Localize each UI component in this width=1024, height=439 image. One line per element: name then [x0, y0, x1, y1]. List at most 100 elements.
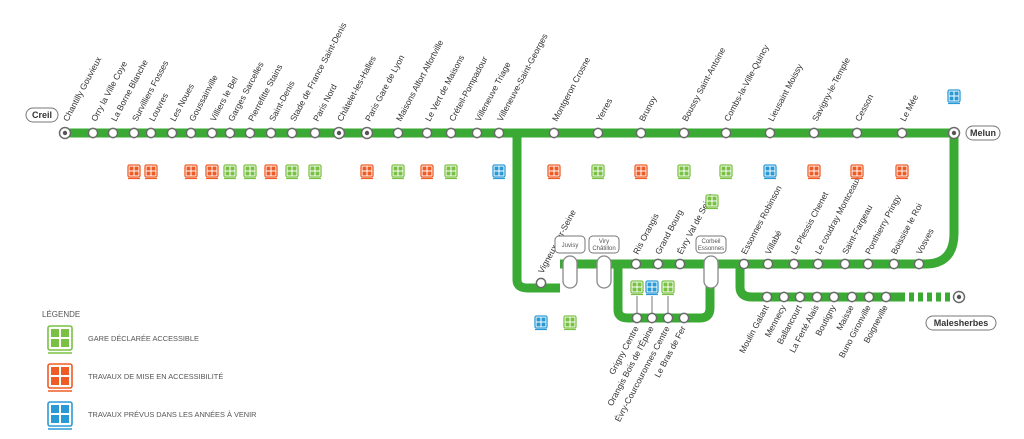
station-le-plessis-chenet	[788, 258, 800, 270]
wheelchair-icon	[647, 282, 652, 287]
station-garges-sarcelles	[224, 127, 236, 139]
sign-icon	[679, 171, 684, 176]
sign-icon	[207, 171, 212, 176]
accessibility-badges	[127, 89, 961, 331]
hearing-icon	[770, 166, 775, 171]
station-yerres	[592, 127, 604, 139]
wheelchair-icon	[146, 166, 151, 171]
badge-le-mee	[895, 164, 909, 180]
hearing-icon	[398, 166, 403, 171]
cane-icon	[151, 171, 156, 176]
station-orry-la-ville-coye	[87, 127, 99, 139]
cane-icon	[398, 171, 403, 176]
badge-grigny-centre	[630, 280, 644, 296]
station-label: Viry	[599, 239, 609, 245]
station-boutigny	[828, 291, 840, 303]
wheelchair-icon	[707, 196, 712, 201]
badge-garges-sarcelles	[223, 164, 237, 180]
sign-icon	[765, 171, 770, 176]
cane-icon	[598, 171, 603, 176]
station-villabe	[762, 258, 774, 270]
wheelchair-icon	[51, 405, 59, 413]
sign-icon	[245, 171, 250, 176]
hearing-icon	[271, 166, 276, 171]
legend-badge-accessible	[47, 325, 73, 354]
badge-yerres	[591, 164, 605, 180]
badge-le-vert-de-maisons	[420, 164, 434, 180]
hearing-icon	[61, 329, 69, 337]
hearing-icon	[684, 166, 689, 171]
cane-icon	[652, 287, 657, 292]
interchange-dot	[956, 294, 962, 300]
badge-combs-la-ville-quincy	[719, 164, 733, 180]
wheelchair-icon	[422, 166, 427, 171]
wheelchair-icon	[565, 317, 570, 322]
station-label: Montgeron Crosne	[550, 55, 592, 123]
station-boigneville	[880, 291, 892, 303]
sign-icon	[310, 171, 315, 176]
station-goussainville	[185, 127, 197, 139]
wheelchair-icon	[266, 166, 271, 171]
badge-creteil-pompadour	[444, 164, 458, 180]
cane-icon	[292, 171, 297, 176]
station-label: Savigny-le-Temple	[810, 56, 852, 123]
station-label: Le Mée	[898, 93, 920, 123]
cane-icon	[814, 171, 819, 176]
cane-icon	[451, 171, 456, 176]
hearing-icon	[191, 166, 196, 171]
track-dash	[936, 292, 941, 302]
station-maisons-alfort-alfortville	[392, 127, 404, 139]
badge-cesson	[850, 164, 864, 180]
hearing-icon	[134, 166, 139, 171]
station-label: Juvisy	[562, 243, 579, 249]
sign-icon	[549, 171, 554, 176]
station-evry-val-de-seine	[674, 258, 686, 270]
hearing-icon	[61, 367, 69, 375]
cane-icon	[857, 171, 862, 176]
station-saint-fargeau	[839, 258, 851, 270]
hearing-icon	[668, 282, 673, 287]
badge-lieusaint-moissy	[763, 164, 777, 180]
badge-villeneuve-saint-georges	[492, 164, 506, 180]
station-villeneuve-saint-georges	[493, 127, 505, 139]
badge-paris-gare-de-lyon	[360, 164, 374, 180]
hearing-icon	[637, 282, 642, 287]
cane-icon	[367, 171, 372, 176]
wheelchair-icon	[129, 166, 134, 171]
cane-icon	[191, 171, 196, 176]
interchange-dot	[336, 130, 342, 136]
sign-icon	[393, 171, 398, 176]
wheelchair-icon	[310, 166, 315, 171]
sign-icon	[186, 171, 191, 176]
station-vosves	[913, 258, 925, 270]
sign-icon	[721, 171, 726, 176]
cane-icon	[212, 171, 217, 176]
station-brunoy	[635, 127, 647, 139]
cane-icon	[61, 339, 69, 347]
cane-icon	[554, 171, 559, 176]
track-dash	[909, 292, 914, 302]
wheelchair-icon	[245, 166, 250, 171]
station-essonnes-robinson	[738, 258, 750, 270]
hearing-icon	[570, 317, 575, 322]
terminal-creil-box	[25, 107, 59, 123]
badge-maisons-alfort-alfortville	[391, 164, 405, 180]
station-montgeron-crosne	[548, 127, 560, 139]
sign-icon	[146, 171, 151, 176]
sign-icon	[266, 171, 271, 176]
station-label: Brunoy	[637, 94, 659, 123]
track-dash	[900, 292, 905, 302]
station-combs-la-ville-quincy	[720, 127, 732, 139]
station-label: Combs-la-Ville-Quincy	[722, 42, 771, 123]
cane-icon	[770, 171, 775, 176]
hearing-icon	[712, 196, 717, 201]
wheelchair-icon	[186, 166, 191, 171]
cane-icon	[726, 171, 731, 176]
station-vigneux-sur-seine	[535, 277, 547, 289]
station-le-vert-de-maisons	[421, 127, 433, 139]
station-label: Boussy Saint-Antoine	[680, 46, 728, 123]
wheelchair-icon	[852, 166, 857, 171]
hearing-icon	[554, 166, 559, 171]
sign-icon	[422, 171, 427, 176]
sign-icon	[129, 171, 134, 176]
